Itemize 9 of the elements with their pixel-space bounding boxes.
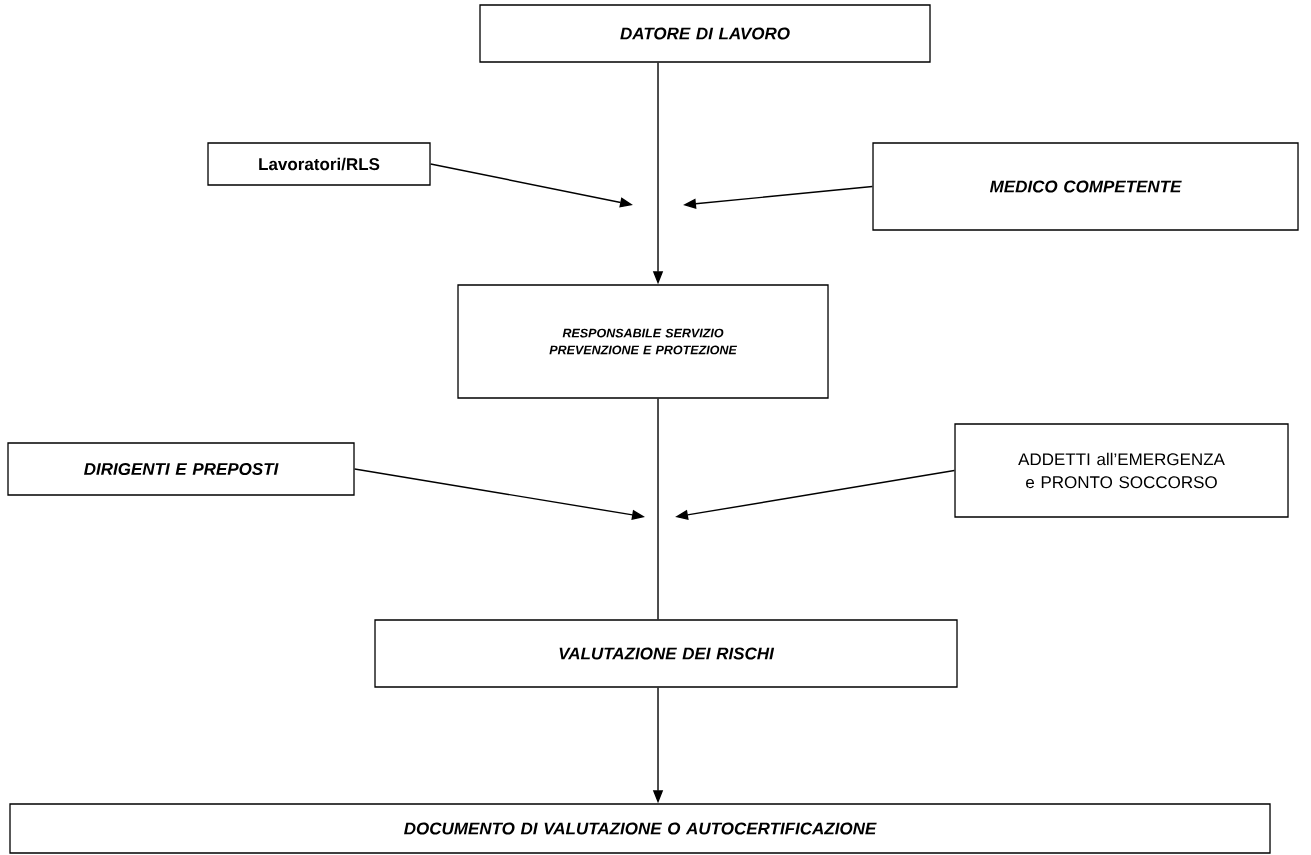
connector-line — [657, 397, 659, 621]
process-box: Lavoratori/RLS — [207, 142, 431, 186]
process-box: RESPONSABILE SERVIZIO PREVENZIONE E PROTEZIONE — [457, 284, 829, 399]
process-box: DIRIGENTI E PREPOSTI — [7, 442, 355, 496]
process-box: MEDICO COMPETENTE — [872, 142, 1299, 231]
process-box: ADDETTI all’EMERGENZA e PRONTO SOCCORSO — [954, 423, 1289, 518]
process-box: DATORE DI LAVORO — [479, 4, 931, 63]
process-box: DOCUMENTO DI VALUTAZIONE O AUTOCERTIFICAZIONE — [9, 803, 1271, 854]
process-box: VALUTAZIONE DEI RISCHI — [374, 619, 958, 688]
